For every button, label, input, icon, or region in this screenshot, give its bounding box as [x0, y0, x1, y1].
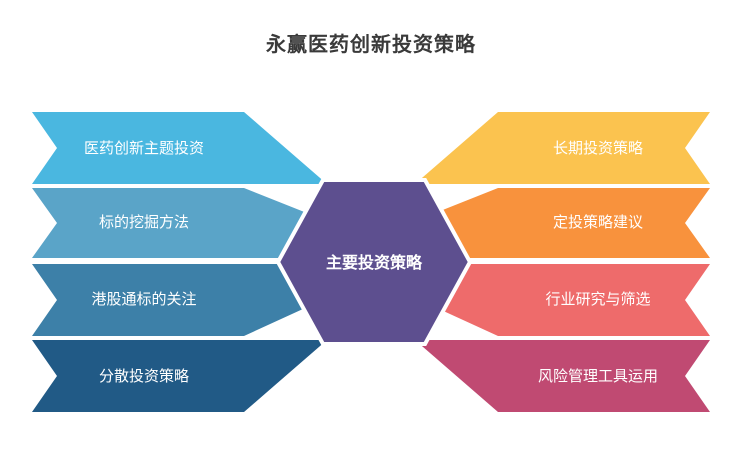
right-ribbon-1 — [415, 112, 710, 184]
center-hexagon — [275, 178, 473, 346]
right-ribbon-4 — [415, 340, 710, 412]
right-ribbon-2 — [415, 188, 710, 258]
left-label-4: 分散投资策略 — [99, 367, 189, 385]
right-label-3: 行业研究与筛选 — [545, 290, 650, 308]
right-label-2: 定投策略建议 — [553, 213, 643, 231]
right-label-4: 风险管理工具运用 — [538, 367, 658, 385]
left-ribbon-4 — [32, 340, 327, 412]
left-ribbon-3 — [32, 264, 327, 336]
right-ribbon-3 — [415, 264, 710, 336]
left-ribbon-2 — [32, 188, 327, 258]
right-label-1: 长期投资策略 — [553, 139, 643, 157]
center-label: 主要投资策略 — [326, 253, 423, 272]
left-ribbon-1 — [32, 112, 327, 184]
left-label-1: 医药创新主题投资 — [84, 139, 204, 157]
diagram-title: 永赢医药创新投资策略 — [266, 32, 476, 56]
left-label-3: 港股通标的关注 — [91, 290, 196, 308]
left-label-2: 标的挖掘方法 — [99, 213, 189, 231]
